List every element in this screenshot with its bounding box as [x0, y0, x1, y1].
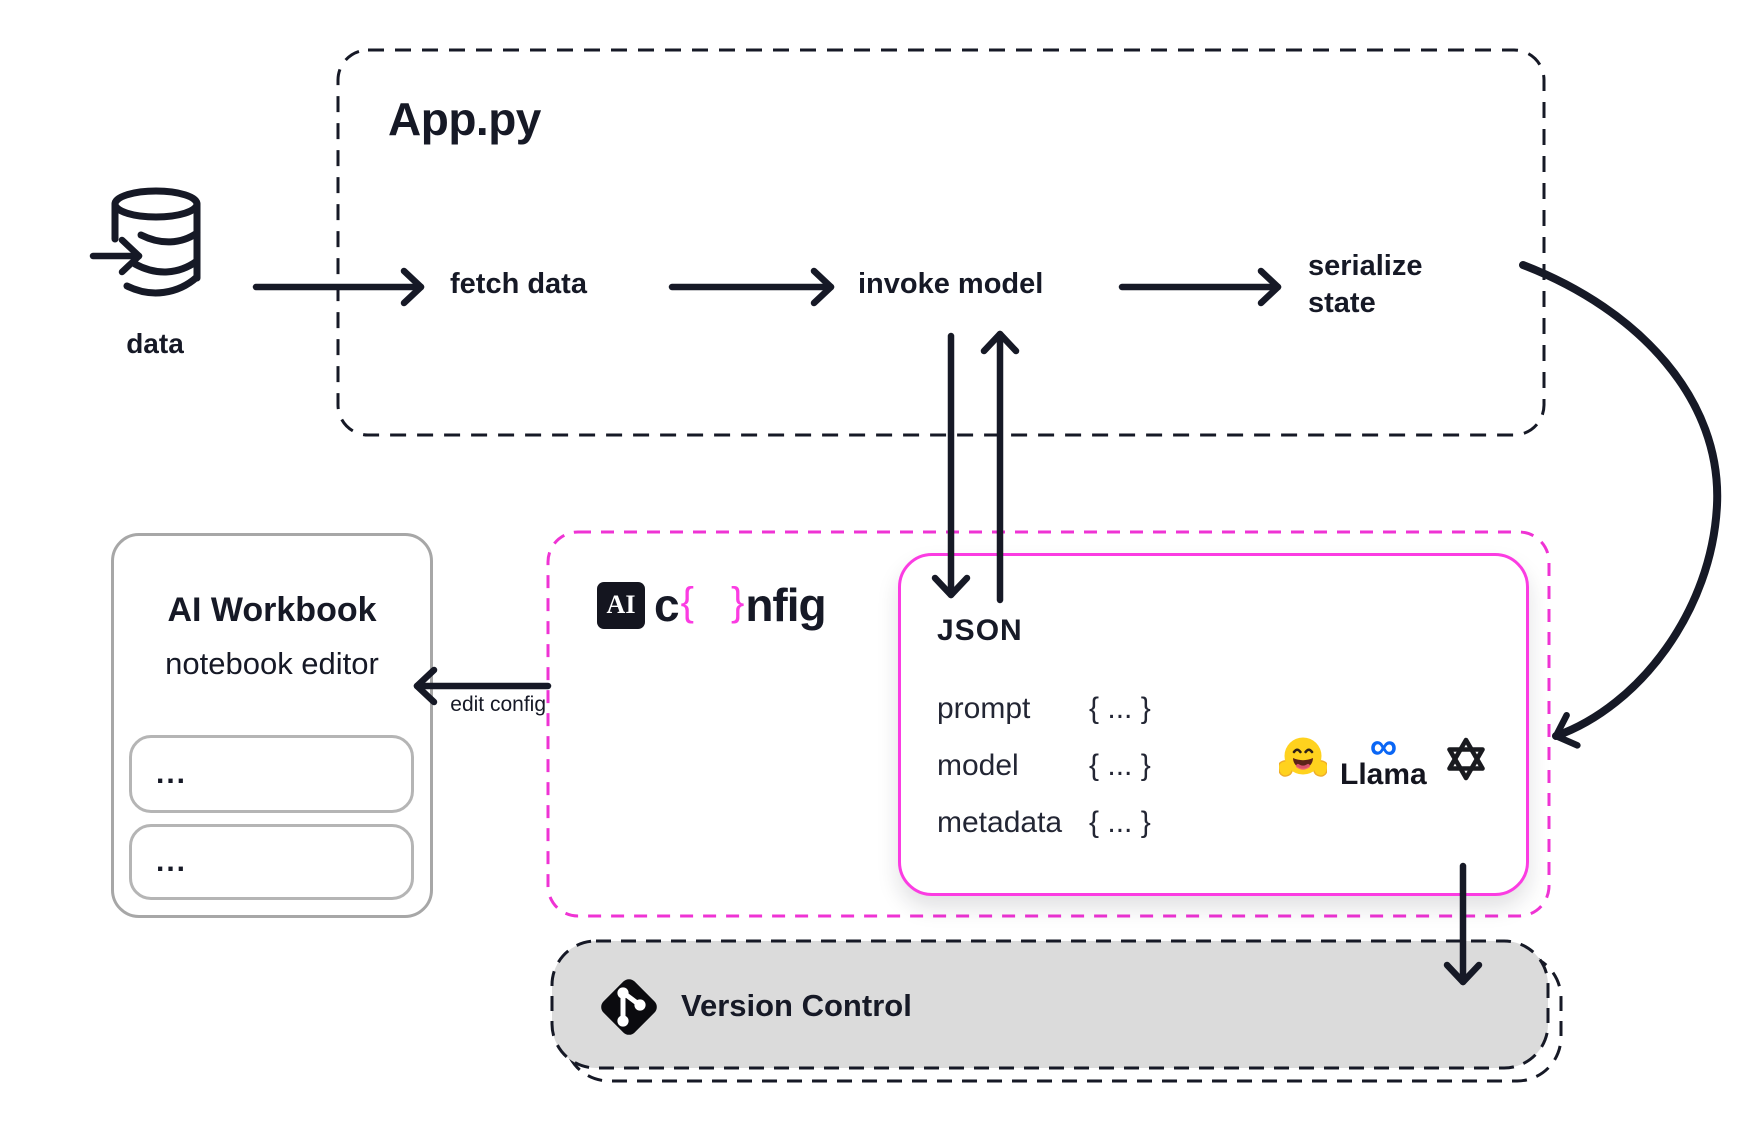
meta-infinity-icon: ∞	[1369, 726, 1397, 768]
model-providers: ∞ Llama	[1279, 728, 1492, 790]
version-control-label: Version Control	[681, 988, 912, 1023]
aiconfig-logo-text: c { } nfig	[654, 578, 827, 632]
app-box-title: App.py	[388, 93, 541, 145]
git-icon	[601, 979, 657, 1035]
ai-badge-icon: AI	[597, 581, 645, 629]
json-row-key: prompt	[937, 692, 1031, 725]
notebook-cell: ...	[129, 824, 414, 900]
json-row: prompt { ... }	[937, 692, 1151, 726]
llama-label: Llama	[1340, 758, 1427, 791]
aiconfig-logo: AI c { } nfig	[597, 578, 827, 632]
json-rows: prompt { ... } model { ... } metadata { …	[937, 692, 1151, 863]
json-row-value: { ... }	[1089, 749, 1151, 782]
logo-letter-c: c	[654, 579, 680, 631]
step-invoke-model: invoke model	[858, 268, 1044, 300]
json-row-key: metadata	[937, 806, 1063, 839]
edit-config-label: edit config	[450, 693, 546, 716]
data-node-label: data	[126, 328, 184, 359]
ai-workbook-box: AI Workbook notebook editor ... ...	[111, 533, 433, 918]
notebook-cell: ...	[129, 735, 414, 813]
logo-open-brace: {	[680, 579, 694, 624]
json-row: metadata { ... }	[937, 806, 1151, 840]
json-row-value: { ... }	[1089, 692, 1151, 725]
huggingface-icon	[1279, 737, 1327, 777]
logo-close-brace: }	[730, 579, 744, 624]
json-box: JSON prompt { ... } model { ... } metada…	[898, 553, 1529, 896]
step-fetch-data: fetch data	[450, 268, 587, 300]
workbook-subtitle: notebook editor	[165, 646, 379, 681]
step-serialize-state: serialize state	[1308, 250, 1423, 319]
json-box-title: JSON	[937, 614, 1023, 647]
logo-rest: nfig	[745, 579, 826, 631]
openai-icon	[1446, 737, 1485, 781]
meta-llama-logo: ∞ Llama	[1340, 728, 1427, 790]
json-row-key: model	[937, 749, 1019, 782]
workbook-title: AI Workbook	[167, 591, 377, 629]
json-row: model { ... }	[937, 749, 1151, 783]
json-row-value: { ... }	[1089, 806, 1151, 839]
